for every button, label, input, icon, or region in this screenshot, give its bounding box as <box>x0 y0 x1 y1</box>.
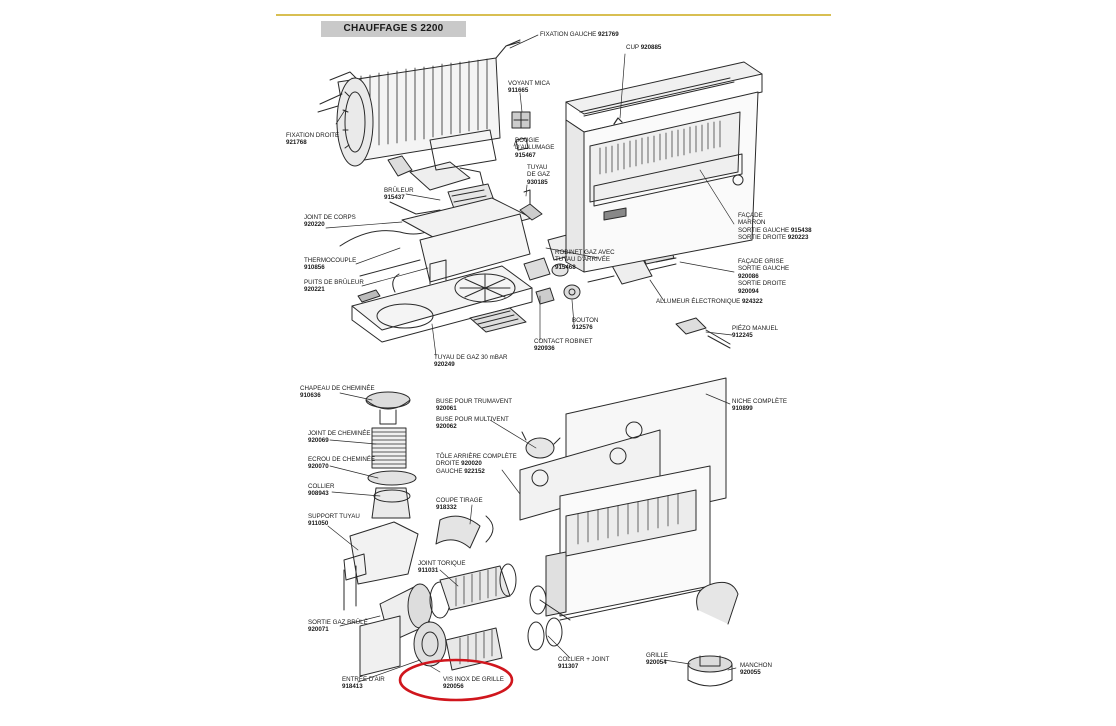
highlight-ellipse <box>398 658 514 702</box>
page-title: CHAUFFAGE S 2200 <box>321 21 466 37</box>
niche-illustration <box>519 377 739 687</box>
header-rule <box>276 14 831 16</box>
pipes-illustration <box>359 431 565 677</box>
chimney-illustration <box>343 391 419 611</box>
label-cup: CUP 920885 <box>626 44 662 51</box>
label-tole: TÔLE ARRIÈRE COMPLÈTE DROITE 920020 GAUC… <box>436 453 517 475</box>
burner-body-illustration <box>339 111 543 343</box>
label-facade-grise: FAÇADE GRISE SORTIE GAUCHE 920086 SORTIE… <box>738 258 790 295</box>
label-allumeur: ALLUMEUR ÉLECTRONIQUE 924322 <box>656 298 763 305</box>
leader-lines <box>325 34 737 683</box>
label-fixation-gauche: FIXATION GAUCHE 921769 <box>540 31 619 38</box>
heat-exchanger-illustration <box>317 39 521 191</box>
label-facade-marron: FAÇADE MARRON SORTIE GAUCHE 915438 SORTI… <box>738 212 812 242</box>
front-panel-illustration <box>565 61 763 273</box>
